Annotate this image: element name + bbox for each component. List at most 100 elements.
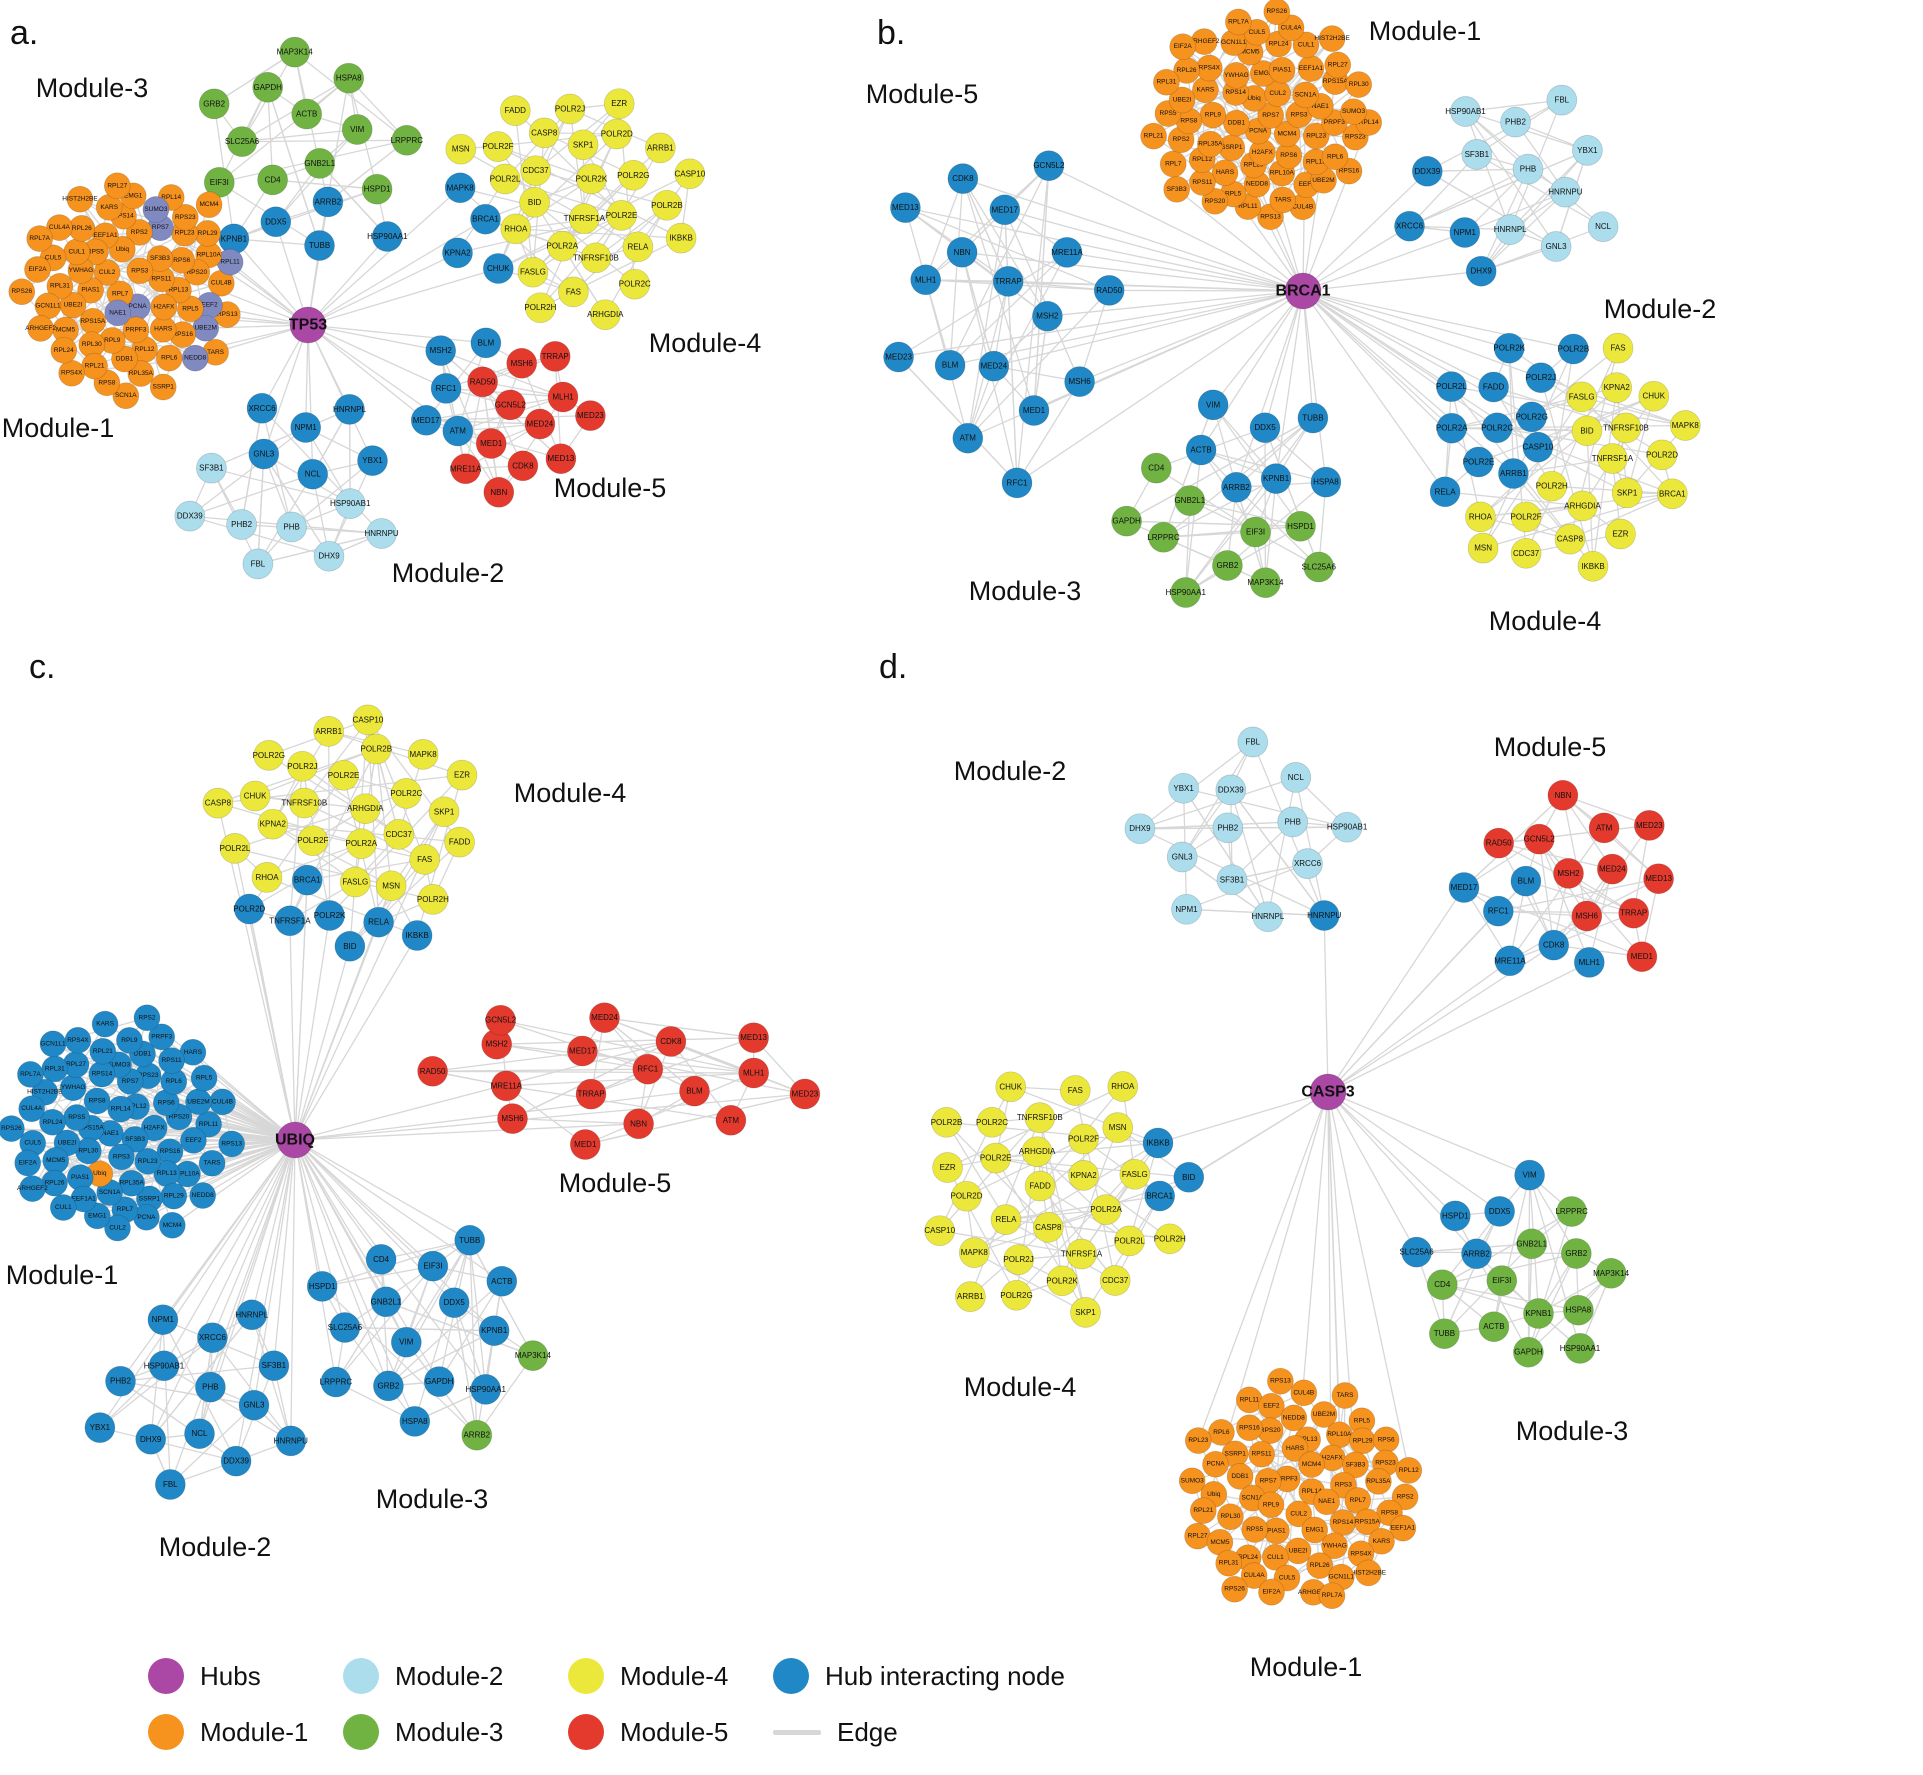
node-circle bbox=[1263, 0, 1291, 26]
node-label: EIF2A bbox=[19, 1160, 38, 1167]
node-POLR2A: POLR2A bbox=[1090, 1194, 1123, 1225]
node-label: ARRB1 bbox=[315, 727, 342, 736]
node-label: RPS11 bbox=[151, 275, 171, 282]
node-label: CUL1 bbox=[1298, 41, 1315, 48]
node-label: MED13 bbox=[548, 454, 575, 463]
nodes: HNRNPUHNRNPLXRCC6NPM1SF3B1HSP90AB1PHBGNL… bbox=[924, 726, 1674, 1610]
node-RPS5: RPS5 bbox=[1241, 1516, 1269, 1543]
node-label: ARRB2 bbox=[1463, 1249, 1490, 1258]
node-label: EIF2A bbox=[1262, 1589, 1281, 1596]
node-circle bbox=[291, 98, 323, 130]
node-label: NEDD8 bbox=[1283, 1414, 1305, 1421]
node-label: RPL5 bbox=[1225, 191, 1242, 198]
node-FAS: FAS bbox=[409, 844, 441, 875]
node-POLR2D: POLR2D bbox=[233, 893, 266, 925]
node-label: CDK8 bbox=[1543, 941, 1565, 950]
node-label: NPM1 bbox=[1175, 905, 1198, 914]
legend-swatch-hub-interacting-node bbox=[773, 1658, 809, 1694]
node-label: RPS2 bbox=[1397, 1493, 1414, 1500]
node-EIF3I: EIF3I bbox=[417, 1250, 449, 1282]
node-label: RPS20 bbox=[186, 269, 207, 276]
node-ACTB: ACTB bbox=[1185, 434, 1217, 466]
node-POLR2G: POLR2G bbox=[1000, 1279, 1033, 1311]
node-circle bbox=[500, 213, 532, 245]
module-label: Module-1 bbox=[2, 413, 115, 443]
node-RPL24: RPL24 bbox=[39, 1108, 66, 1136]
node-RFC1: RFC1 bbox=[1482, 895, 1514, 927]
node-RPS13: RPS13 bbox=[218, 1130, 246, 1158]
node-label: RPS6 bbox=[1378, 1436, 1395, 1443]
node-HIST2H2BE: HIST2H2BE bbox=[1314, 25, 1350, 52]
node-circle bbox=[1225, 8, 1252, 36]
node-ACTB: ACTB bbox=[1478, 1311, 1510, 1343]
node-MCM4: MCM4 bbox=[195, 191, 223, 219]
node-circle bbox=[444, 172, 476, 204]
node-ACTB: ACTB bbox=[291, 98, 323, 130]
node-XRCC6: XRCC6 bbox=[1394, 210, 1425, 242]
node-circle bbox=[8, 278, 36, 306]
node-POLR2J: POLR2J bbox=[1003, 1244, 1034, 1275]
node-circle bbox=[1391, 1483, 1419, 1511]
node-label: CUL2 bbox=[1269, 90, 1286, 97]
node-NAE1: NAE1 bbox=[1313, 1488, 1341, 1516]
node-label: PHB bbox=[1520, 165, 1536, 174]
node-circle bbox=[1170, 577, 1202, 608]
node-ARRB2: ARRB2 bbox=[461, 1419, 493, 1451]
node-label: BLM bbox=[686, 1087, 703, 1096]
node-circle bbox=[333, 62, 365, 94]
node-label: RPS4X bbox=[1350, 1550, 1372, 1557]
node-MED1: MED1 bbox=[475, 428, 507, 459]
node-YWHAG: YWHAG bbox=[1321, 1532, 1348, 1560]
node-label: MAPK8 bbox=[961, 1248, 989, 1257]
node-circle bbox=[980, 1142, 1012, 1174]
node-label: BID bbox=[528, 198, 542, 207]
node-circle bbox=[475, 428, 507, 459]
node-circle bbox=[1310, 466, 1342, 498]
node-circle bbox=[430, 373, 462, 404]
node-circle bbox=[313, 540, 345, 572]
node-CASP10: CASP10 bbox=[352, 704, 384, 736]
node-label: RPS5 bbox=[1246, 1526, 1263, 1533]
hub-CASP3: CASP3 bbox=[1301, 1073, 1355, 1111]
node-circle bbox=[976, 1106, 1008, 1138]
node-label: CUL4A bbox=[1244, 1572, 1266, 1579]
node-label: GCN5L2 bbox=[1033, 161, 1065, 170]
node-circle bbox=[220, 1445, 252, 1477]
node-TNFRSF10B: TNFRSF10B bbox=[573, 242, 619, 274]
node-label: HARS bbox=[154, 326, 173, 333]
node-GNB2L1: GNB2L1 bbox=[1516, 1228, 1548, 1260]
node-label: RPL29 bbox=[1353, 1437, 1373, 1444]
node-DDX5: DDX5 bbox=[438, 1287, 470, 1319]
node-SF3B1: SF3B1 bbox=[1216, 864, 1248, 896]
node-SUMO3: SUMO3 bbox=[1178, 1467, 1206, 1495]
node-label: MRE11A bbox=[1494, 956, 1526, 965]
node-circle bbox=[1595, 1257, 1627, 1289]
node-label: NCL bbox=[305, 470, 322, 479]
node-circle bbox=[360, 733, 392, 765]
node-circle bbox=[445, 133, 477, 165]
node-label: RPS8 bbox=[98, 379, 115, 386]
node-label: CHUK bbox=[487, 264, 510, 273]
legend-swatch-module-3 bbox=[343, 1714, 379, 1750]
node-NAE1: NAE1 bbox=[104, 299, 132, 327]
node-label: SKP1 bbox=[1617, 488, 1638, 497]
node-label: YWHAG bbox=[69, 267, 94, 274]
node-label: ARHGDIA bbox=[1564, 501, 1601, 510]
node-circle bbox=[1215, 1549, 1243, 1577]
node-label: EIF3I bbox=[1246, 528, 1265, 537]
node-circle bbox=[1643, 863, 1674, 895]
node-circle bbox=[399, 1406, 431, 1437]
node-IKBKB: IKBKB bbox=[665, 222, 697, 254]
node-circle bbox=[251, 862, 283, 893]
node-RPS20: RPS20 bbox=[1256, 1417, 1284, 1444]
node-label: SF3B3 bbox=[125, 1136, 145, 1143]
node-label: EIF2A bbox=[1174, 43, 1193, 50]
node-POLR2K: POLR2K bbox=[576, 163, 608, 195]
node-RPL9: RPL9 bbox=[116, 1027, 143, 1054]
node-circle bbox=[1546, 84, 1578, 116]
node-circle bbox=[24, 256, 51, 283]
node-label: DDX5 bbox=[1254, 423, 1276, 432]
node-GAPDH: GAPDH bbox=[252, 71, 284, 103]
node-circle bbox=[1236, 1414, 1263, 1442]
